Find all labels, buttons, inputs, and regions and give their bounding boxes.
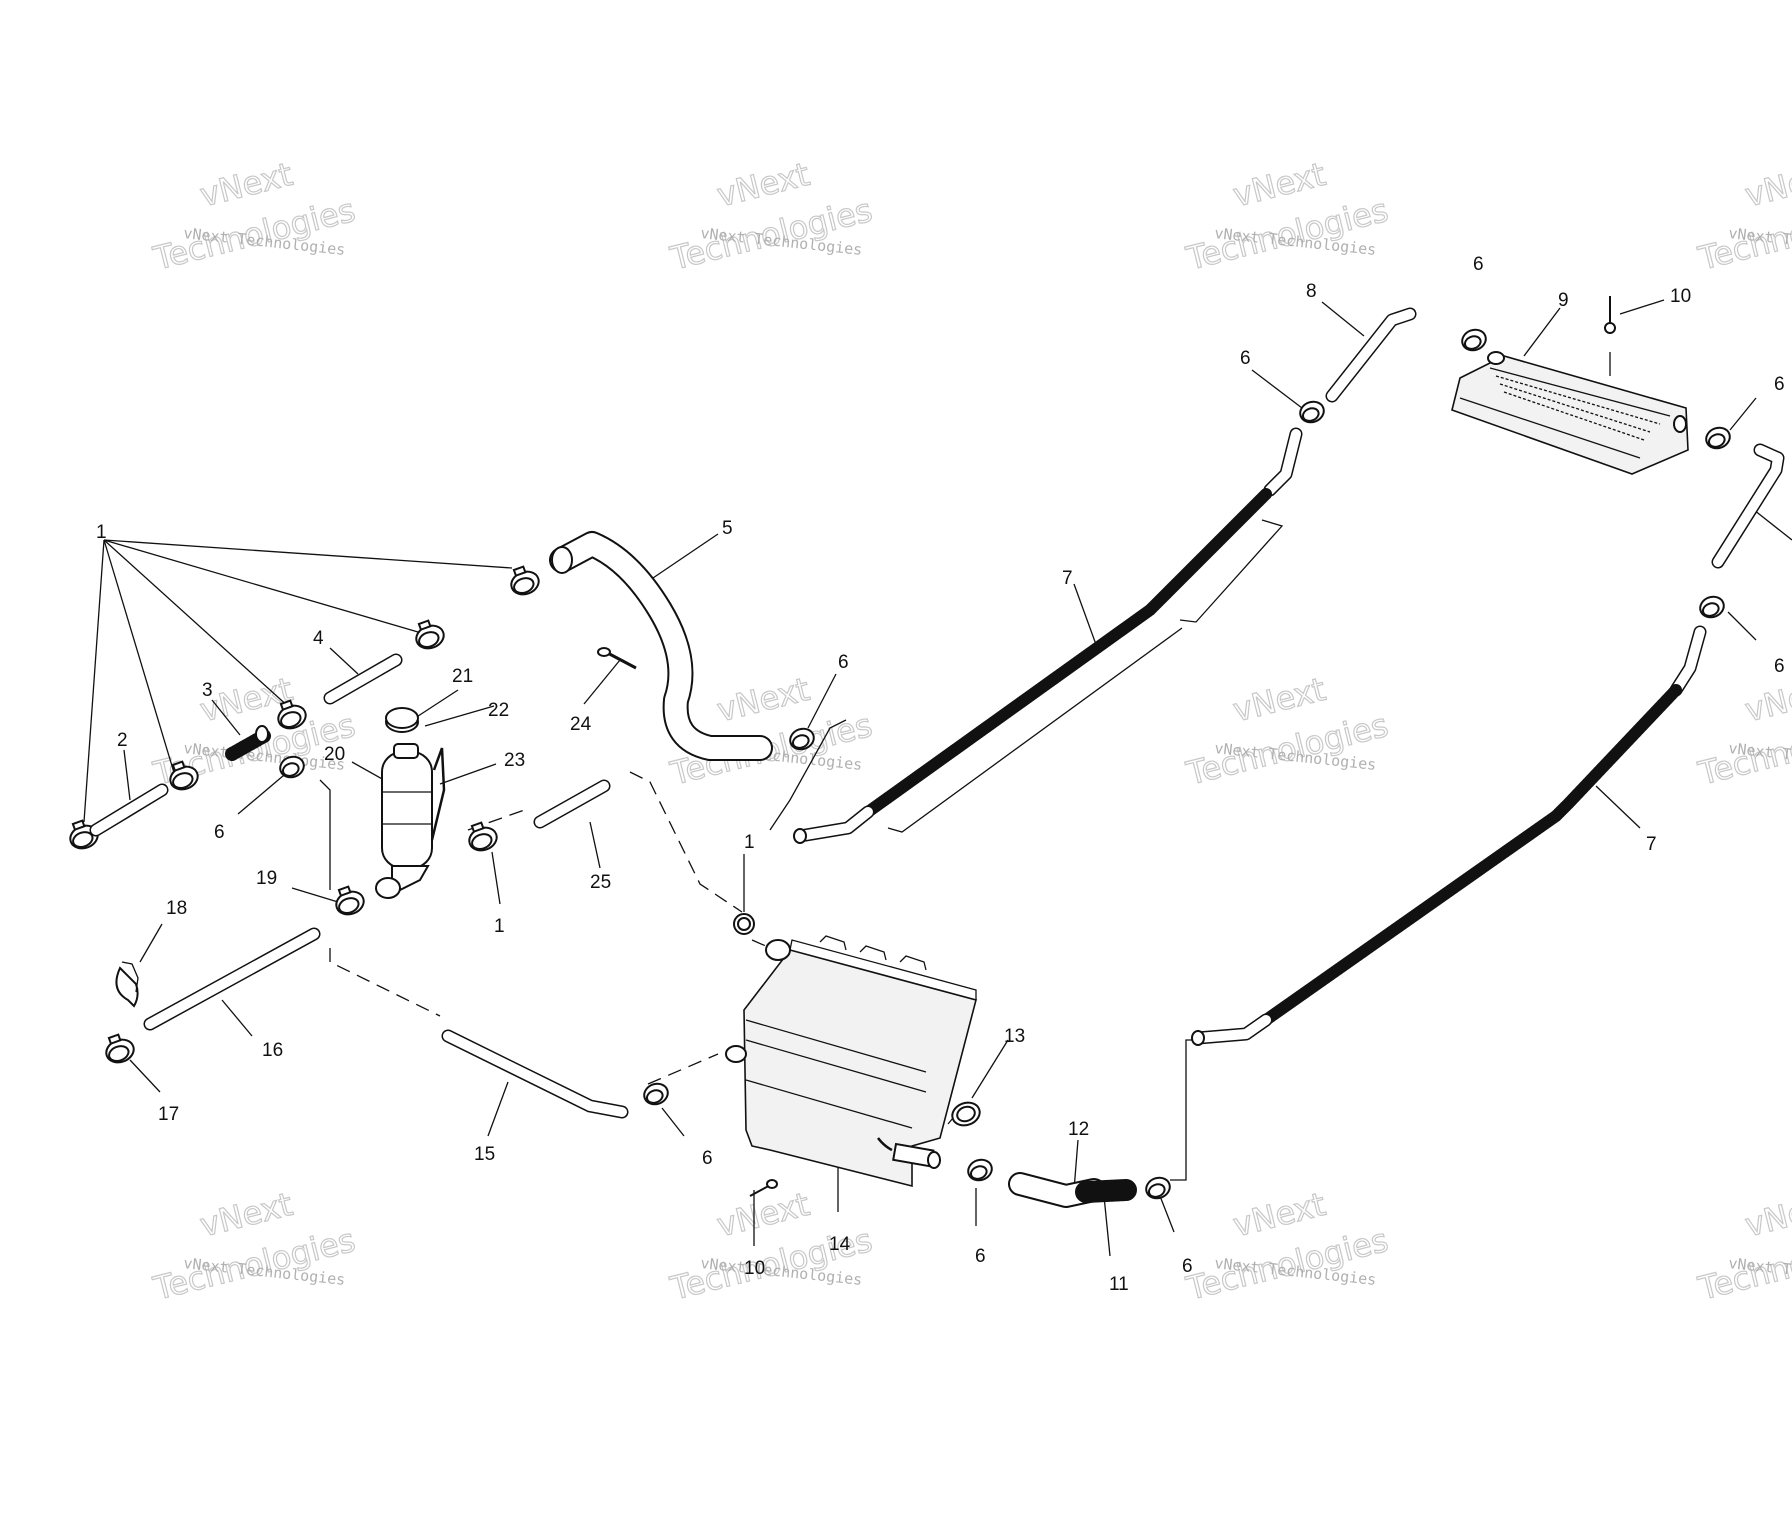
clip-24 bbox=[597, 647, 637, 670]
watermark: vNext Technologies bbox=[1694, 154, 1792, 278]
heat-exchanger-14 bbox=[725, 935, 977, 1188]
watermark-group: vNext Technologies vNext Technologies vN… bbox=[149, 154, 1792, 1308]
callout-6: 6 bbox=[838, 652, 849, 673]
corrugated-11 bbox=[1075, 1179, 1137, 1203]
clamp bbox=[105, 1033, 135, 1064]
svg-text:vNext: vNext bbox=[713, 1185, 813, 1244]
callout-1: 1 bbox=[494, 916, 505, 937]
watermark: vNext Technologies bbox=[149, 1184, 360, 1308]
callout-22: 22 bbox=[488, 700, 509, 721]
callout-7: 7 bbox=[1062, 568, 1073, 589]
clamp bbox=[279, 755, 305, 779]
svg-text:vNext: vNext bbox=[1229, 670, 1329, 729]
callout-5: 5 bbox=[722, 518, 733, 539]
watermark: vNext Technologies bbox=[1182, 669, 1393, 793]
watermark: vNext Technologies bbox=[149, 669, 360, 793]
strap-18 bbox=[115, 961, 139, 1008]
callout-6: 6 bbox=[1182, 1256, 1193, 1277]
callout-20: 20 bbox=[324, 744, 345, 765]
svg-text:vNext: vNext bbox=[1741, 1185, 1792, 1244]
callout-15: 15 bbox=[474, 1144, 495, 1165]
clamp bbox=[1705, 426, 1731, 450]
callout-16: 16 bbox=[262, 1040, 283, 1061]
clamp bbox=[415, 619, 445, 650]
callout-1: 1 bbox=[96, 522, 107, 543]
watermark: vNext Technologies bbox=[149, 154, 360, 278]
clamp bbox=[335, 885, 365, 916]
callout-6: 6 bbox=[1473, 254, 1484, 275]
fitting-3 bbox=[225, 725, 271, 761]
svg-text:vNext: vNext bbox=[713, 155, 813, 214]
watermark: vNext Technologies bbox=[1694, 1184, 1792, 1308]
rivet-10 bbox=[749, 1179, 778, 1197]
clamp bbox=[277, 699, 307, 730]
callout-14: 14 bbox=[829, 1234, 851, 1255]
callout-18: 18 bbox=[166, 898, 187, 919]
clamp bbox=[1145, 1176, 1171, 1200]
clamp bbox=[643, 1082, 669, 1106]
leader-lines bbox=[83, 299, 1792, 1257]
rivet-10-top bbox=[1604, 296, 1616, 334]
svg-text:vNext: vNext bbox=[1229, 155, 1329, 214]
callout-3: 3 bbox=[202, 680, 213, 701]
callout-7: 7 bbox=[1646, 834, 1657, 855]
callout-13: 13 bbox=[1004, 1026, 1025, 1047]
callout-1: 1 bbox=[744, 832, 755, 853]
watermark: vNext Technologies bbox=[1182, 1184, 1393, 1308]
radiator-9 bbox=[1451, 351, 1689, 475]
clamp bbox=[468, 821, 498, 852]
callout-19: 19 bbox=[256, 868, 277, 889]
callout-6: 6 bbox=[1240, 348, 1251, 369]
callout-6: 6 bbox=[702, 1148, 713, 1169]
hose-clamps bbox=[69, 328, 1731, 1200]
clamp bbox=[1699, 595, 1725, 619]
watermark: vNext Technologies bbox=[1182, 154, 1393, 278]
callout-4: 4 bbox=[313, 628, 324, 649]
callout-labels: 1 2 3 4 5 6 6 6 6 6 6 6 6 6 6 7 7 8 9 10… bbox=[96, 254, 1785, 1295]
clamp bbox=[1299, 400, 1325, 424]
callout-25: 25 bbox=[590, 872, 611, 893]
watermark: vNext Technologies bbox=[666, 154, 877, 278]
callout-24: 24 bbox=[570, 714, 592, 735]
svg-text:vNext: vNext bbox=[713, 670, 813, 729]
heat-exchanger-hose-7-upper bbox=[793, 427, 1303, 844]
clamp bbox=[967, 1158, 993, 1182]
clamp bbox=[169, 760, 199, 791]
callout-12: 12 bbox=[1068, 1119, 1089, 1140]
callout-10: 10 bbox=[744, 1258, 765, 1279]
callout-23: 23 bbox=[504, 750, 525, 771]
clamp bbox=[789, 727, 815, 751]
hose-5 bbox=[549, 531, 773, 761]
coolant-reservoir bbox=[375, 707, 446, 899]
svg-text:vNext: vNext bbox=[1741, 670, 1792, 729]
callout-10: 10 bbox=[1670, 286, 1691, 307]
callout-2: 2 bbox=[117, 730, 128, 751]
clamp bbox=[733, 913, 755, 935]
callout-9: 9 bbox=[1558, 290, 1569, 311]
heat-exchanger-hose-7-lower bbox=[1191, 625, 1707, 1046]
callout-6: 6 bbox=[975, 1246, 986, 1267]
callout-6: 6 bbox=[214, 822, 225, 843]
svg-text:vNext: vNext bbox=[196, 1185, 296, 1244]
callout-17: 17 bbox=[158, 1104, 179, 1125]
callout-8: 8 bbox=[1306, 281, 1317, 302]
callout-6: 6 bbox=[1774, 374, 1785, 395]
callout-6: 6 bbox=[1774, 656, 1785, 677]
callout-21: 21 bbox=[452, 666, 473, 687]
clamp bbox=[510, 565, 540, 596]
callout-11: 11 bbox=[1109, 1274, 1129, 1295]
svg-text:vNext: vNext bbox=[1229, 1185, 1329, 1244]
watermark: vNext Technologies bbox=[1694, 669, 1792, 793]
svg-text:vNext: vNext bbox=[196, 155, 296, 214]
clamp bbox=[1461, 328, 1487, 352]
straight-hoses bbox=[89, 307, 1785, 1119]
svg-text:vNext: vNext bbox=[1741, 155, 1792, 214]
clamp-ring bbox=[951, 1101, 981, 1127]
